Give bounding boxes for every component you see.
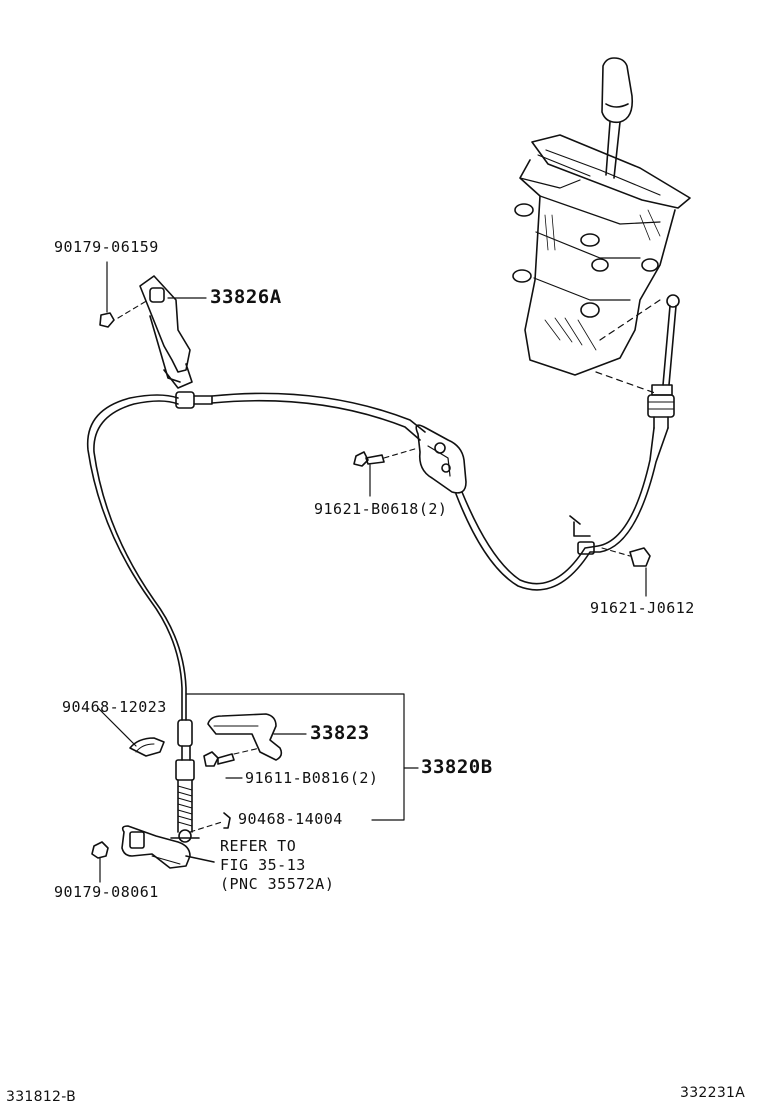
label-91621-J0612: 91621-J0612 bbox=[590, 599, 695, 617]
shift-lever-assembly bbox=[512, 57, 691, 429]
label-90468-12023: 90468-12023 bbox=[62, 698, 167, 716]
lower-bracket bbox=[91, 825, 215, 869]
bracket-33826A bbox=[99, 275, 193, 389]
footer-right-code: 332231A bbox=[680, 1085, 746, 1101]
label-91611-B0816: 91611-B0816(2) bbox=[245, 769, 379, 787]
label-33820B: 33820B bbox=[421, 756, 493, 778]
bolt-91621-J0612 bbox=[601, 547, 651, 567]
reference-line-3: (PNC 35572A) bbox=[220, 875, 335, 893]
label-90179-08061: 90179-08061 bbox=[54, 883, 159, 901]
leader-lines bbox=[97, 261, 647, 883]
reference-line-2: FIG 35-13 bbox=[220, 856, 306, 874]
bracket-33823 bbox=[207, 713, 283, 761]
transmission-control-cable bbox=[86, 391, 669, 721]
lower-cable-end bbox=[170, 719, 231, 843]
bolt-91621-B0618 bbox=[353, 447, 419, 467]
label-90468-14004: 90468-14004 bbox=[238, 810, 343, 828]
label-33823: 33823 bbox=[310, 722, 370, 744]
clip-90468-12023 bbox=[129, 737, 165, 757]
reference-note: REFER TO FIG 35-13 (PNC 35572A) bbox=[220, 837, 334, 894]
label-91621-B0618: 91621-B0618(2) bbox=[314, 500, 448, 518]
label-90179-06159: 90179-06159 bbox=[54, 238, 159, 256]
bolt-91611-B0816 bbox=[203, 747, 261, 767]
reference-line-1: REFER TO bbox=[220, 837, 297, 855]
label-33826A: 33826A bbox=[210, 286, 282, 308]
footer-left-code: 331812-B bbox=[6, 1089, 77, 1105]
